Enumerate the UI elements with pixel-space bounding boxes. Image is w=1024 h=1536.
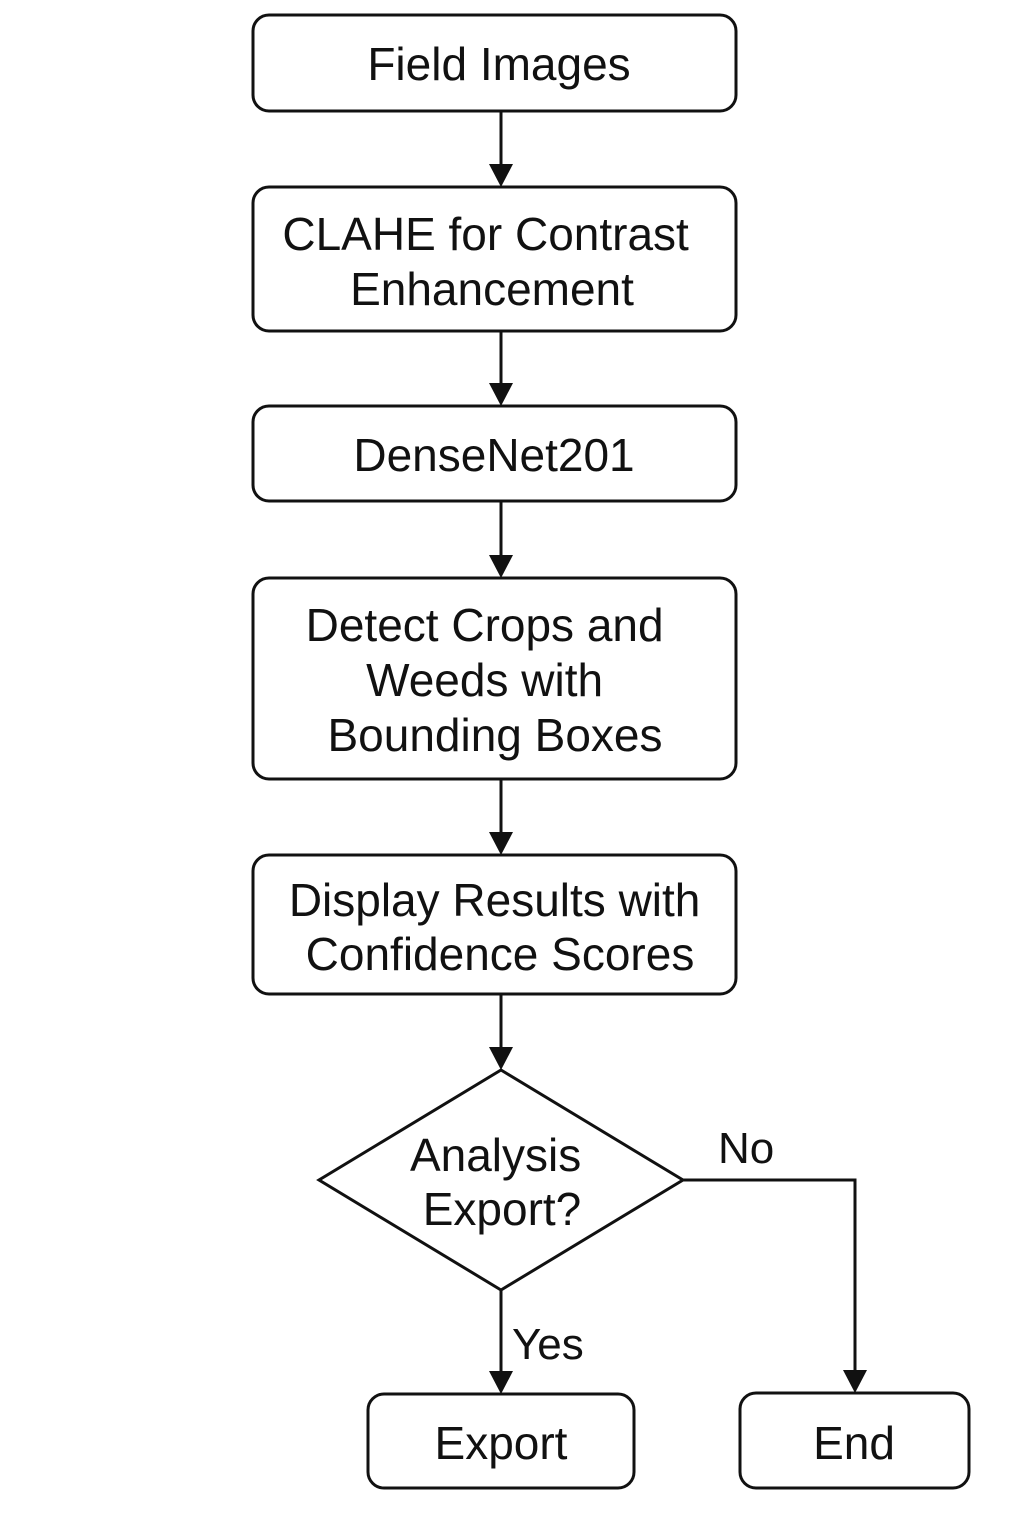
arrowhead: [489, 1371, 513, 1394]
label-line: Bounding Boxes: [327, 709, 662, 761]
label-line: Analysis: [410, 1129, 581, 1181]
node-label: DenseNet201: [353, 429, 634, 481]
terminal-box: [738, 1391, 971, 1490]
arrowhead: [489, 832, 513, 855]
terminal-box: [366, 1392, 636, 1490]
node-decision: Analysis Export?: [316, 1068, 686, 1292]
label-line: Confidence Scores: [306, 928, 695, 980]
label-line: Field Images: [367, 38, 630, 90]
process-box: [251, 576, 738, 781]
connectors: [489, 111, 867, 1394]
node-label: Display Results with Confidence Scores: [289, 874, 713, 980]
decision-diamond: [316, 1068, 686, 1292]
node-label: CLAHE for Contrast Enhancement: [282, 208, 701, 315]
label-line: Weeds with: [366, 654, 603, 706]
node-end: End: [738, 1391, 971, 1490]
node-label: Detect Crops and Weeds with Bounding Box…: [306, 599, 677, 761]
edge-decision-to-end: [683, 1178, 857, 1373]
arrowhead: [489, 555, 513, 578]
node-label: Analysis Export?: [410, 1129, 594, 1235]
label-line: Display Results with: [289, 874, 701, 926]
label-line: DenseNet201: [353, 429, 634, 481]
arrowhead: [843, 1370, 867, 1393]
label-line: CLAHE for Contrast: [282, 208, 689, 260]
process-box: [251, 853, 738, 996]
arrowhead: [489, 383, 513, 406]
arrowhead: [489, 164, 513, 187]
label-line: Export?: [423, 1183, 582, 1235]
process-box: [251, 185, 738, 333]
label-line: Enhancement: [350, 263, 634, 315]
node-clahe: CLAHE for Contrast Enhancement: [251, 185, 738, 333]
edge-label-no: No: [718, 1124, 774, 1173]
node-detect: Detect Crops and Weeds with Bounding Box…: [251, 576, 738, 781]
edge-label-yes: Yes: [512, 1320, 584, 1369]
process-box: [251, 404, 738, 503]
node-display: Display Results with Confidence Scores: [251, 853, 738, 996]
process-box: [251, 13, 738, 113]
node-label: Export: [435, 1417, 568, 1469]
node-label: End: [813, 1417, 895, 1469]
node-label: Field Images: [367, 38, 630, 90]
label-line: Export: [435, 1417, 568, 1469]
arrowhead: [489, 1047, 513, 1070]
node-densenet: DenseNet201: [251, 404, 738, 503]
label-line: End: [813, 1417, 895, 1469]
label-line: Detect Crops and: [306, 599, 664, 651]
node-field-images: Field Images: [251, 13, 738, 113]
node-export: Export: [366, 1392, 636, 1490]
